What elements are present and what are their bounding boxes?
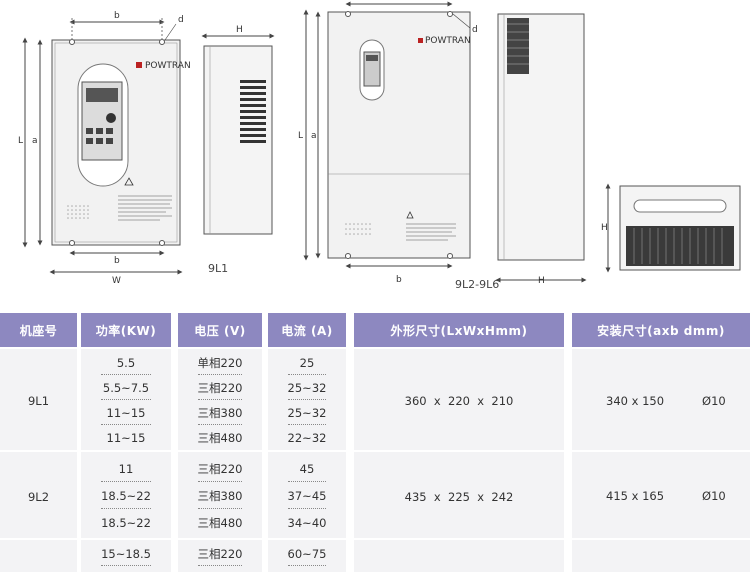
current-value: 25~32 — [268, 375, 346, 400]
header-current: 电流 (A) — [268, 313, 346, 347]
group-separator — [0, 538, 750, 540]
current-cells: 45 37~45 34~40 — [268, 455, 346, 535]
caption-9l1: 9L1 — [208, 262, 228, 275]
outer-dims-value: 435 x 225 x 242 — [354, 484, 564, 509]
power-value: 18.5~22 — [101, 515, 151, 530]
col-outer-bg — [354, 349, 564, 572]
dim-label-b-top: b — [114, 11, 120, 21]
voltage-cells: 三相220 三相380 三相480 — [178, 455, 262, 535]
dim-label-H-top: H — [601, 223, 608, 233]
current-value: 25 — [268, 350, 346, 375]
mount-dims-value: 415 x 165 Ø10 — [572, 483, 750, 508]
power-cells: 11 18.5~22 18.5~22 — [81, 455, 171, 535]
outer-dims-value: 360 x 220 x 210 — [354, 388, 564, 413]
voltage-value: 三相480 — [197, 430, 243, 445]
current-value: 22~32 — [287, 430, 327, 445]
dim-label-L-9l2: L — [298, 131, 303, 141]
frame-cell: 9L1 — [27, 393, 50, 408]
power-value: 11 — [81, 455, 171, 482]
mount-d-text: Ø10 — [702, 488, 726, 503]
top-view: H — [601, 183, 741, 273]
dim-label-d: d — [178, 15, 184, 25]
power-value: 11~15 — [81, 400, 171, 425]
voltage-value: 三相380 — [178, 482, 262, 509]
dim-label-a-9l2: a — [311, 131, 317, 141]
dim-label-a: a — [32, 136, 38, 146]
outer-dims-text: 435 x 225 x 242 — [404, 489, 514, 504]
caption-9l2: 9L2-9L6 — [455, 278, 499, 291]
front-view-9l2: POWTRAN d L a b 9L2-9L6 — [298, 1, 499, 291]
power-value: 15~18.5 — [81, 541, 171, 566]
voltage-value: 三相480 — [197, 515, 243, 530]
header-outer-dims: 外形尺寸(LxWxHmm) — [354, 313, 564, 347]
current-value: 25~32 — [268, 400, 346, 425]
dim-label-W: W — [112, 276, 121, 286]
front-view-9l1: POWTRAN b d L a b W — [18, 11, 191, 286]
frame-cell: 9L2 — [27, 489, 50, 504]
dim-label-L: L — [18, 136, 23, 146]
header-power: 功率(KW) — [81, 313, 171, 347]
col-current-bg — [268, 349, 346, 572]
voltage-value: 三相380 — [178, 400, 262, 425]
voltage-value: 三相220 — [178, 541, 262, 566]
mount-dims-value: 340 x 150 Ø10 — [572, 388, 750, 413]
voltage-cells: 单相220 三相220 三相380 三相480 — [178, 350, 262, 450]
power-cells: 5.5 5.5~7.5 11~15 11~15 — [81, 350, 171, 450]
col-voltage-bg — [178, 349, 262, 572]
dimension-drawings: POWTRAN b d L a b W — [18, 1, 741, 291]
power-value: 18.5~22 — [81, 482, 171, 509]
dim-label-b-9l2: b — [396, 275, 402, 285]
drawing-canvas: POWTRAN b d L a b W — [18, 1, 741, 291]
brand-text-9l1: POWTRAN — [145, 61, 191, 71]
header-frame: 机座号 — [0, 313, 77, 347]
power-value: 5.5~7.5 — [81, 375, 171, 400]
side-view-9l1: H 9L1 — [201, 25, 275, 275]
mount-d-text: Ø10 — [702, 393, 726, 408]
voltage-value: 三相220 — [178, 455, 262, 482]
voltage-value: 三相220 — [178, 375, 262, 400]
mount-ab-text: 415 x 165 — [606, 488, 665, 503]
current-value: 45 — [268, 455, 346, 482]
current-cells: 25 25~32 25~32 22~32 — [268, 350, 346, 450]
power-value: 11~15 — [106, 430, 146, 445]
current-value: 34~40 — [287, 515, 327, 530]
header-voltage: 电压 (V) — [178, 313, 262, 347]
current-value: 60~75 — [268, 541, 346, 566]
voltage-value: 单相220 — [178, 350, 262, 375]
dim-label-H-9l1: H — [236, 25, 243, 35]
dim-label-b-bottom: b — [114, 256, 120, 266]
dim-label-d-9l2: d — [472, 25, 478, 35]
side-view-9l2: H — [495, 13, 587, 286]
brand-text-9l2: POWTRAN — [425, 36, 471, 46]
mount-ab-text: 340 x 150 — [606, 393, 665, 408]
header-mount-dims: 安装尺寸(axb dmm) — [572, 313, 750, 347]
dim-label-H-9l2: H — [538, 276, 545, 286]
col-mount-bg — [572, 349, 750, 572]
outer-dims-text: 360 x 220 x 210 — [404, 393, 514, 408]
current-value: 37~45 — [268, 482, 346, 509]
power-value: 5.5 — [81, 350, 171, 375]
col-power-bg — [81, 349, 171, 572]
col-frame-bg — [0, 349, 77, 572]
spec-table: 机座号 功率(KW) 电压 (V) 电流 (A) 外形尺寸(LxWxHmm) 安… — [0, 313, 750, 572]
group-separator — [0, 450, 750, 452]
